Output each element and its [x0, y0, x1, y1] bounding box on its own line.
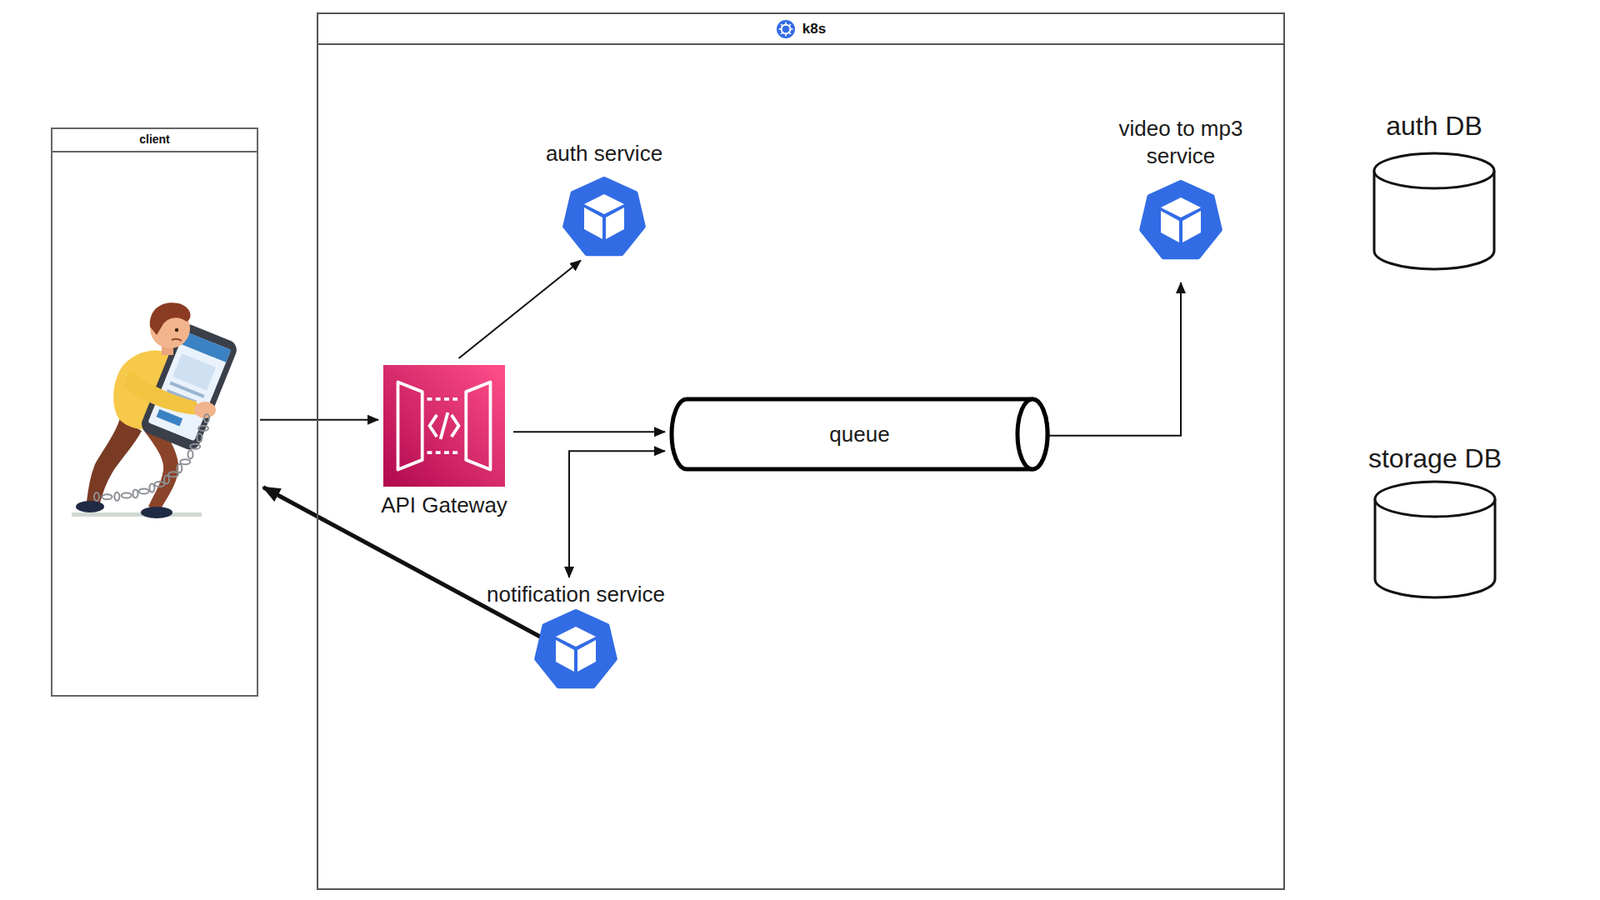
hair	[150, 302, 191, 335]
connector-arrow	[513, 430, 665, 433]
gateway-node: API Gateway	[344, 365, 545, 520]
service-node: auth service	[504, 140, 705, 260]
gateway-label: API Gateway	[380, 491, 508, 520]
pod-symbol	[565, 179, 644, 254]
queue-cylinder: queue	[668, 395, 1051, 473]
chain-link	[139, 488, 150, 494]
queue-label: queue	[829, 420, 890, 449]
chain	[94, 414, 210, 501]
chain-link	[190, 444, 200, 450]
pod-symbol	[1141, 182, 1220, 257]
connector-arrow	[263, 487, 541, 638]
frame-header: k8s	[318, 14, 1284, 45]
chain-link	[196, 433, 202, 442]
database-node: storage DB	[1343, 441, 1527, 601]
database-node: auth DB	[1342, 109, 1526, 273]
chain-link	[168, 471, 179, 477]
chain-link	[114, 492, 120, 501]
eye	[175, 328, 179, 332]
chain-link	[94, 492, 100, 501]
frame-title: client	[139, 132, 170, 148]
mouth	[171, 339, 182, 341]
arm	[123, 370, 200, 415]
chain-link	[198, 425, 209, 431]
chain-link	[121, 493, 132, 499]
chain-link	[188, 450, 194, 459]
chain-link	[176, 464, 182, 473]
kubernetes-pod-icon	[1139, 179, 1223, 263]
chain-link	[101, 494, 112, 500]
pod-symbol	[536, 611, 615, 686]
shoe	[75, 500, 105, 513]
database-cylinder	[1371, 150, 1497, 273]
connector-arrow	[459, 260, 581, 360]
icon-dashes	[427, 399, 462, 453]
frame-title: k8s	[802, 20, 826, 38]
icon-strokes	[398, 381, 491, 470]
cylinder-top	[1375, 481, 1495, 517]
database-label: auth DB	[1385, 109, 1483, 143]
service-node: video to mp3 service	[1089, 115, 1273, 263]
service-label: auth service	[545, 140, 663, 168]
chain-link	[204, 414, 210, 423]
chain-link	[154, 481, 165, 487]
person-illustration	[71, 293, 255, 523]
service-node: notification service	[478, 580, 674, 692]
badge-spokes	[778, 21, 793, 36]
icon-ground	[383, 365, 505, 487]
cylinder-top	[1374, 153, 1495, 189]
database-cylinder	[1372, 479, 1498, 601]
ground-line	[71, 512, 202, 517]
client-frame: client	[50, 127, 259, 697]
cluster-frame: k8s auth service video to mp3 serviceAPI G…	[316, 12, 1285, 890]
service-label: notification service	[486, 580, 665, 609]
kubernetes-pod-icon	[534, 608, 618, 692]
queue-body	[671, 399, 1048, 470]
back-leg	[86, 418, 142, 504]
api-gateway-icon	[383, 365, 505, 487]
database-label: storage DB	[1368, 441, 1502, 475]
kubernetes-pod-icon	[562, 175, 646, 260]
connector-arrow	[260, 419, 379, 421]
queue-end-cap	[1017, 399, 1048, 470]
connector-arrow	[569, 450, 665, 578]
cluster-badge	[775, 19, 796, 40]
chain-link	[180, 459, 190, 465]
service-label: video to mp3 service	[1089, 115, 1273, 170]
badge-disc	[776, 20, 795, 39]
shoe	[140, 506, 173, 519]
chain-link	[133, 489, 139, 498]
chain-link	[164, 475, 170, 485]
chain-link	[149, 484, 155, 493]
frame-header: client	[52, 129, 257, 153]
